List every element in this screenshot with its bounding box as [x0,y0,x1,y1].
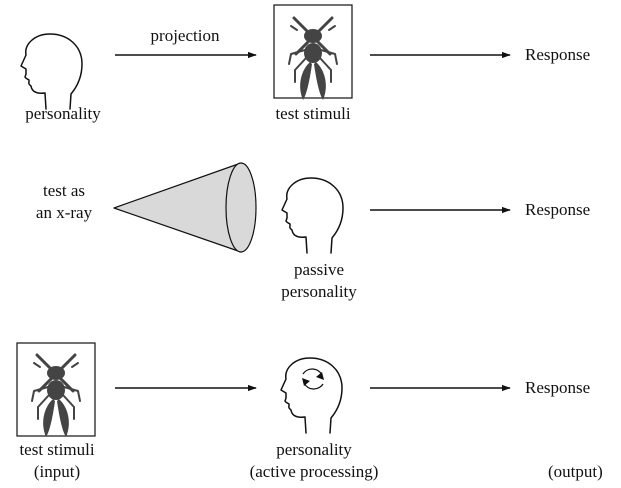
test-stimuli-input-caption-line1: test stimuli [19,440,95,459]
head-profile-icon [281,177,344,254]
passive-personality-caption-line1: passive [293,260,345,279]
test-stimuli-caption: test stimuli [275,104,351,123]
head-profile-icon [20,33,83,110]
output-caption: (output) [548,462,603,481]
active-personality-caption-line1: personality [276,440,352,459]
test-stimuli-input-caption-line2: (input) [33,462,81,481]
test-stimulus-card [16,342,96,439]
xray-caption-line1: test as [42,181,86,200]
projection-label: projection [150,26,220,45]
personality-caption: personality [25,104,101,123]
xray-caption-line2: an x-ray [35,203,93,222]
test-stimulus-card [273,4,353,102]
active-personality-caption-line2: (active processing) [249,462,379,481]
passive-personality-caption-line2: personality [281,282,357,301]
xray-cone-icon [113,162,257,253]
response-label: Response [525,200,591,219]
response-label: Response [525,45,591,64]
response-label: Response [525,378,591,397]
circular-arrows-icon [302,368,324,390]
